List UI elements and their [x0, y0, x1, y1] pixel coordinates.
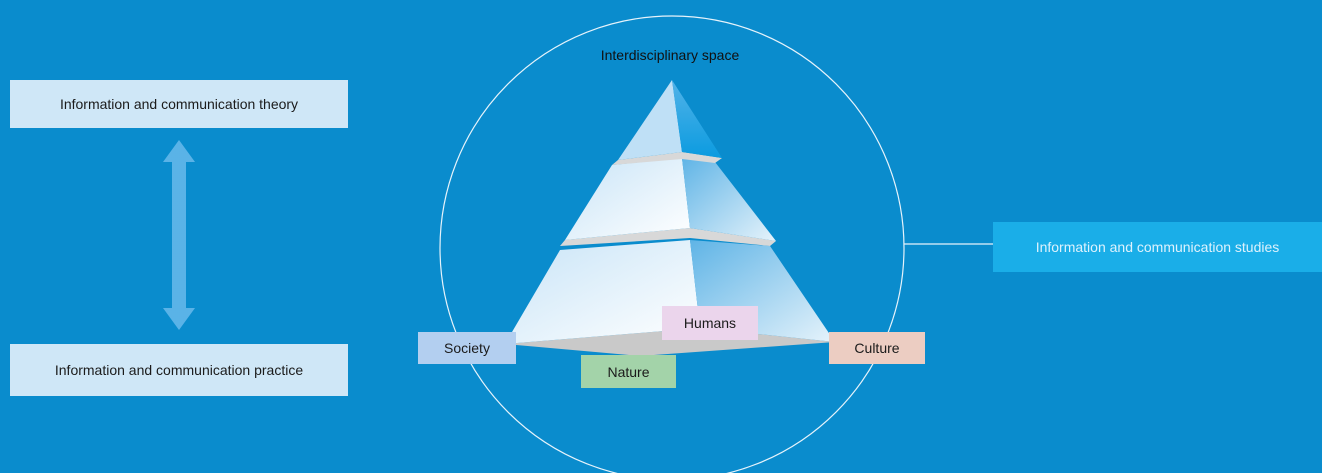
studies-box: Information and communication studies: [993, 222, 1322, 272]
nature-label: Nature: [607, 363, 650, 380]
stepped-pyramid-icon: [505, 80, 835, 356]
humans-tag: Humans: [662, 306, 758, 340]
theory-label: Information and communication theory: [59, 96, 299, 112]
practice-label: Information and communication practice: [54, 362, 304, 378]
society-label: Society: [444, 340, 490, 356]
culture-tag: Culture: [829, 332, 925, 364]
double-headed-arrow-icon: [163, 140, 195, 330]
interdisciplinary-circle: [439, 15, 905, 473]
theory-box: Information and communication theory: [10, 80, 348, 128]
practice-box: Information and communication practice: [10, 344, 348, 396]
nature-tag: Nature: [581, 355, 676, 388]
humans-label: Humans: [683, 315, 737, 331]
studies-label: Information and communication studies: [1035, 239, 1280, 255]
society-tag: Society: [418, 332, 516, 364]
interdisciplinary-space-label: Interdisciplinary space: [600, 47, 740, 63]
culture-label: Culture: [854, 340, 900, 356]
